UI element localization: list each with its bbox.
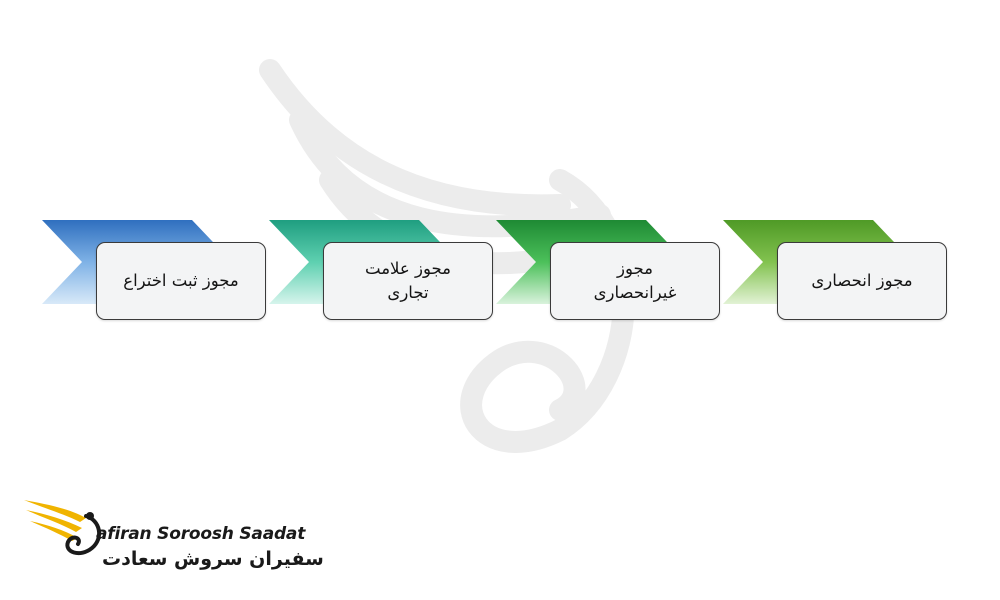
step-3: مجوز غیرانحصاری [496,220,726,325]
step-card: مجوز انحصاری [777,242,947,320]
step-4: مجوز انحصاری [723,220,953,325]
logo-name-fa: سفیران سروش سعادت [102,548,324,570]
step-label: مجوز غیرانحصاری [593,259,677,302]
step-label: مجوز علامت تجاری [365,259,451,302]
company-logo: afiran Soroosh Saadat سفیران سروش سعادت [20,494,324,584]
step-card: مجوز علامت تجاری [323,242,493,320]
step-1: مجوز ثبت اختراع [42,220,272,325]
step-card: مجوز ثبت اختراع [96,242,266,320]
wing-icon [24,500,102,556]
step-label: مجوز ثبت اختراع [123,271,239,291]
step-card: مجوز غیرانحصاری [550,242,720,320]
step-label: مجوز انحصاری [811,271,913,291]
step-2: مجوز علامت تجاری [269,220,499,325]
logo-name-en: afiran Soroosh Saadat [96,524,306,544]
